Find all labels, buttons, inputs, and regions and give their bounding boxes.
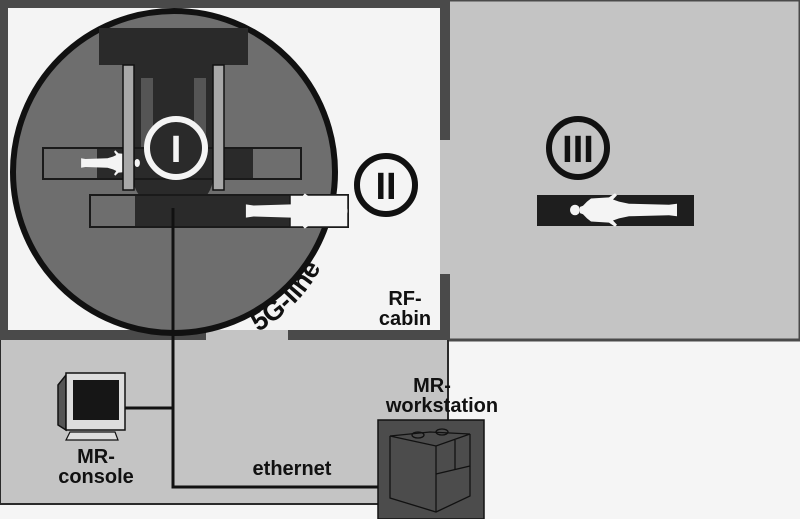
position-two-label: II: [375, 166, 396, 208]
monitor-icon: [57, 372, 126, 441]
workstation-icon: [389, 428, 471, 513]
mr-console-label-line1: MR-: [77, 446, 115, 468]
mr-workstation-label-line2: workstation: [385, 395, 498, 417]
ethernet-label: ethernet: [253, 458, 332, 480]
position-three-marker: [546, 116, 610, 180]
room-three: [443, 0, 800, 342]
rail-right: [212, 64, 225, 191]
rf-cabin-door-bottom: [206, 330, 288, 340]
rf-cabin-label-line2: cabin: [379, 308, 431, 330]
position-one-marker: [144, 116, 208, 180]
position-one-label: I: [171, 129, 182, 171]
mr-workstation-label-line1: MR-: [413, 375, 451, 397]
table-lower-left-pad: [91, 196, 135, 226]
workstation-box: [377, 419, 485, 519]
ethernet-cable: [171, 208, 380, 489]
rf-cabin-label-line1: RF-: [388, 288, 421, 310]
table-upper-right-pad: [253, 149, 300, 178]
rail-left: [122, 64, 135, 191]
rf-cabin-door-right: [440, 140, 450, 274]
position-two-marker: [354, 153, 418, 217]
position-three-label: III: [562, 129, 594, 171]
magnet-housing: [99, 28, 248, 65]
mr-console-label-line2: console: [58, 466, 134, 488]
